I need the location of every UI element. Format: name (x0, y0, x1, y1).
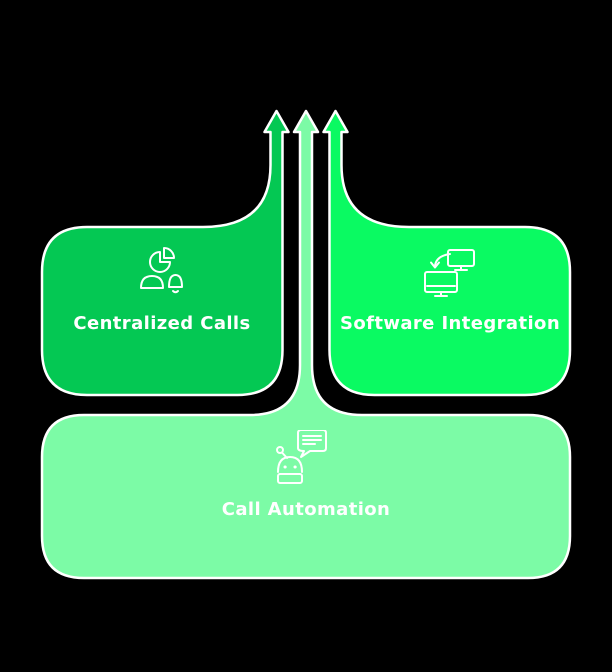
person-piechart-bell-icon (140, 247, 183, 294)
centralized-calls-label: Centralized Calls (73, 313, 251, 334)
monitors-sync-icon (424, 249, 475, 297)
center-branch-shape (40, 109, 572, 580)
right-branch-shape (322, 109, 572, 397)
left-branch-shape (40, 109, 290, 397)
robot-chat-icon (276, 430, 327, 484)
call-automation-label: Call Automation (221, 499, 391, 520)
software-integration-label: Software Integration (339, 313, 561, 334)
